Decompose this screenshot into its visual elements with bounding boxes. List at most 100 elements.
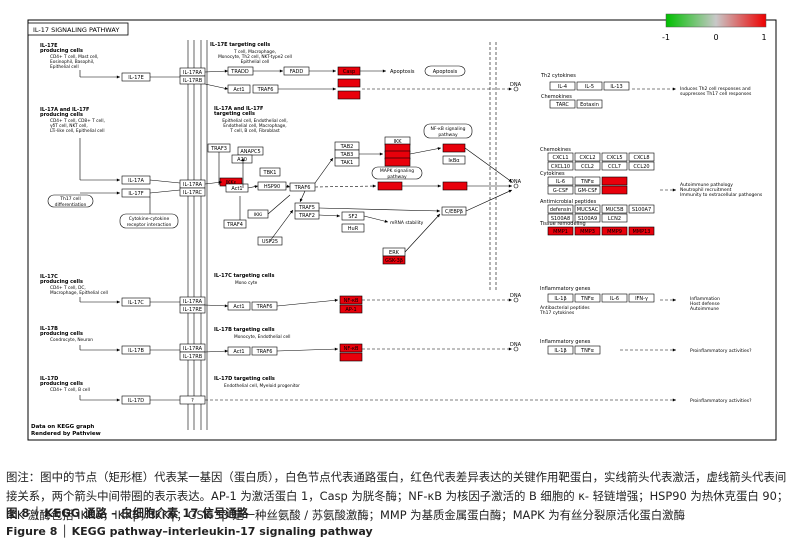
il17c-inflammatory-label: Inflammatory genes — [540, 286, 591, 292]
arrowhead — [334, 298, 338, 302]
af-cytokine-gene-box — [547, 176, 574, 186]
arrowhead — [508, 184, 512, 188]
af-antimicrobial-gene-label: MUC5B — [605, 207, 624, 213]
traf3-label: TRAF3 — [210, 146, 227, 152]
apoptosis-pathway-label: Apoptosis — [433, 69, 458, 75]
af-antimicrobial-gene-box — [628, 204, 655, 214]
ikba-label: IκBα — [448, 158, 460, 164]
arrowhead — [508, 189, 512, 193]
il17e-outcome: suppresses Th17 cell responses — [680, 91, 752, 97]
arrow-edge — [204, 304, 229, 307]
arrowhead — [508, 87, 512, 91]
arrowhead — [224, 69, 228, 73]
nfkb-signaling-pathway-label: NF-κB signaling — [430, 126, 465, 132]
pathway-title: IL-17 SIGNALING PATHWAY — [33, 26, 119, 34]
il17c-targ-title: IL-17C targeting cells — [214, 273, 274, 279]
arrowhead — [382, 69, 386, 73]
il17b-red-box — [339, 352, 363, 362]
il17c-rec-e-box — [179, 304, 206, 314]
il17e-targ-type: T cell, Macrophage, — [233, 49, 276, 55]
gsk3b-box — [382, 255, 406, 265]
arrowhead — [372, 184, 376, 188]
il17e-rec-a-label: IL-17RA — [183, 70, 203, 76]
af-cytokine-gene-label: TNFα — [580, 179, 595, 185]
arrowhead — [336, 214, 340, 218]
arrowhead — [332, 69, 336, 73]
th2-label: Th2 cytokines — [540, 73, 576, 79]
arrowhead — [436, 209, 440, 213]
chemokine-gene-box — [549, 99, 576, 109]
dna-label: DNA — [510, 82, 522, 88]
th17-differentiation-box — [47, 194, 94, 208]
ap1-red-box — [442, 181, 468, 191]
mrna-stability: mRNA stability — [390, 220, 424, 226]
af-mmp-gene-label: MMP13 — [632, 229, 650, 235]
arrow-edge — [318, 214, 341, 217]
af-chemokine-gene-box — [574, 161, 601, 171]
section-il17af-cells: IL-17A and IL-17F — [40, 107, 89, 113]
traf5-label: TRAF5 — [298, 205, 315, 211]
section-il17b-cells: producing cells — [40, 331, 83, 337]
arrow-edge — [314, 157, 334, 184]
il17c-gene-box — [628, 293, 655, 303]
traf4-box — [223, 219, 247, 229]
il17af-outcome: Immunity to extracellular pathogens — [680, 192, 763, 198]
il17c-rec-e-label: IL-17RE — [183, 307, 202, 313]
arrowhead — [672, 398, 676, 402]
arrowhead — [672, 298, 676, 302]
arrowhead — [672, 87, 676, 91]
il17c-gene-label: TNFα — [580, 296, 595, 302]
il17b-cell-type: Condrocyte, Neuron — [50, 337, 93, 343]
legend-mid: 0 — [713, 33, 718, 42]
il17af-targ-type: Epithelial cell, Endothelial cell, — [222, 118, 288, 124]
arrowhead — [379, 152, 383, 156]
af-chemokine-gene-box — [547, 152, 574, 162]
il17c-gene-box — [547, 293, 574, 303]
il17af-targ-title: IL-17A and IL-17F — [214, 106, 263, 112]
il17b-rec-b-label: IL-17RB — [183, 354, 203, 360]
arrowhead — [116, 300, 120, 304]
cytokine-receptor-interaction-label: receptor interaction — [127, 222, 172, 228]
arrow-edge — [465, 189, 513, 212]
tak1-box — [334, 157, 360, 167]
dna-marker — [513, 183, 519, 189]
legend-min: -1 — [662, 33, 670, 42]
apoptosis-label: Apoptosis — [390, 69, 415, 75]
af-chemokine-gene-label: CXCL8 — [633, 155, 649, 161]
arrowhead — [116, 398, 120, 402]
il17c-act1-label: Act1 — [233, 304, 244, 310]
il17af-cell-type: LTi-like cell, Epithelial cell — [50, 128, 105, 134]
il17a-ligand-label: IL-17A — [128, 178, 144, 184]
dna-marker — [513, 297, 519, 303]
il17d-outcome: Proinflammatory activities? — [690, 398, 752, 404]
arrowhead — [437, 147, 441, 151]
af-cyto-red-box — [601, 176, 628, 186]
arrow-edge — [276, 299, 339, 307]
cytokine-receptor-interaction-label: Cytokine-cytokine — [129, 216, 170, 222]
ikke-label: IKKε — [226, 180, 237, 186]
a20-box — [231, 154, 253, 164]
il17b-ligand-label: IL-17B — [128, 348, 144, 354]
anapc5-label: ANAPC5 — [240, 149, 260, 155]
il17af-cell-type: CD4+ T cell, CD8+ T cell, — [50, 118, 105, 124]
il17c-outcome: Autoimmune — [690, 306, 719, 312]
il17c-rec-a-label: IL-17RA — [183, 299, 203, 305]
arrowhead — [241, 158, 245, 162]
figure-caption-note: 图注：图中的节点（矩形框）代表某一基因（蛋白质），白色节点代表通路蛋白，红色代表… — [6, 470, 789, 522]
il17d-targ-type: Endothelial cell, Myeloid progenitor — [224, 383, 300, 389]
ikk-c-box — [384, 157, 411, 167]
arrowhead — [299, 198, 303, 202]
af-chemokine-gene-box — [628, 152, 655, 162]
af-chemokine-gene-box — [601, 152, 628, 162]
arrowhead — [289, 210, 293, 214]
il17b-nfkb-label: NF-κB — [344, 346, 359, 352]
act1-label: Act1 — [231, 186, 242, 192]
af-antimicrobial-gene-box — [574, 204, 601, 214]
af-cytokine-gene-label: IL-6 — [556, 179, 565, 185]
il17af-outcome: Autoimmune pathology — [680, 182, 733, 188]
af-antimicrobial-gene-box — [601, 204, 628, 214]
kegg-footer: Data on KEGG graph — [31, 424, 94, 430]
af-chemokine-gene-box — [574, 152, 601, 162]
il17c-sub: Antibacterial peptides — [540, 305, 590, 311]
